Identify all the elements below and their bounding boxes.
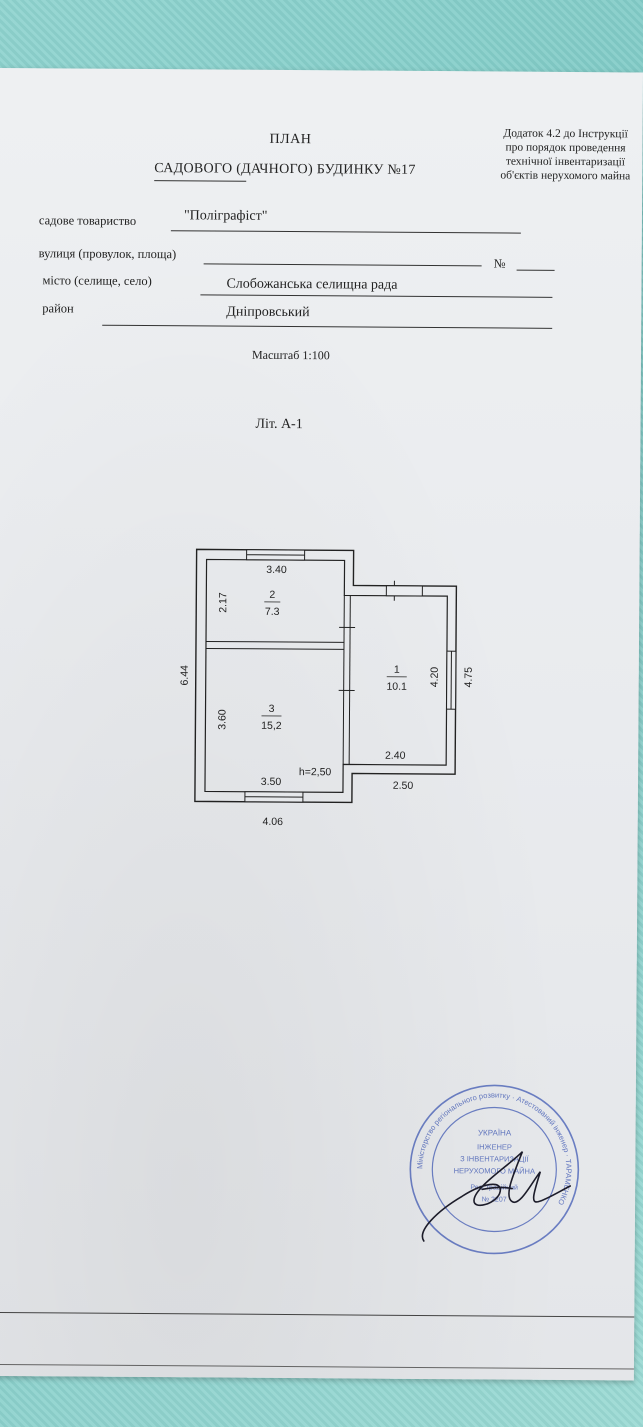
dim-room2-height: 2.17 bbox=[217, 592, 229, 613]
city-value: Слобожанська селищна рада bbox=[226, 276, 398, 293]
dim-outer-right-width: 2.50 bbox=[393, 780, 414, 792]
room-3-area: 15,2 bbox=[261, 720, 282, 732]
dim-room1-width: 2.40 bbox=[385, 750, 406, 762]
city-label: місто (селище, село) bbox=[42, 273, 152, 289]
society-label: садове товариство bbox=[38, 213, 137, 228]
appendix-line-1: Додаток 4.2 до Інструкції bbox=[503, 127, 628, 141]
dim-room3-width: 3.50 bbox=[261, 776, 282, 788]
society-underline bbox=[170, 230, 521, 234]
windows bbox=[244, 549, 457, 803]
stamp-center-4: НЕРУХОМОГО МАЙНА bbox=[454, 1166, 535, 1176]
dim-outer-right-height: 4.75 bbox=[463, 667, 475, 688]
district-value: Дніпровський bbox=[226, 304, 310, 321]
room-1-number: 1 bbox=[394, 664, 400, 676]
appendix-note: Додаток 4.2 до Інструкції про порядок пр… bbox=[500, 126, 630, 183]
appendix-line-2: про порядок проведення bbox=[505, 141, 626, 155]
dim-room1-height: 4.20 bbox=[429, 667, 441, 688]
appendix-line-4: об'єктів нерухомого майна bbox=[500, 169, 631, 183]
number-label: № bbox=[493, 256, 506, 271]
floor-plan: 2 7.3 1 10.1 3 15,2 3.40 2.17 6.44 3.60 … bbox=[179, 548, 475, 828]
room-2-number: 2 bbox=[269, 589, 275, 601]
stamp-center-1: УКРАЇНА bbox=[478, 1128, 512, 1137]
doc-subtitle: САДОВОГО (ДАЧНОГО) БУДИНКУ №17 bbox=[154, 161, 416, 178]
room-3-number: 3 bbox=[269, 703, 275, 715]
appendix-line-3: технічної інвентаризації bbox=[505, 155, 626, 169]
dim-total-height: 6.44 bbox=[179, 665, 191, 686]
signature bbox=[421, 1151, 572, 1242]
dim-outer-bottom-width: 4.06 bbox=[262, 816, 283, 828]
number-underline bbox=[516, 269, 555, 271]
stamp-center-2: ІНЖЕНЕР bbox=[477, 1142, 512, 1151]
dim-top-width: 3.40 bbox=[266, 564, 287, 576]
bottom-border-line-2 bbox=[0, 1363, 634, 1370]
interior-walls bbox=[205, 595, 351, 765]
ceiling-height: h=2,50 bbox=[299, 766, 332, 778]
district-underline bbox=[102, 324, 553, 329]
society-value: "Поліграфіст" bbox=[183, 208, 268, 224]
district-label: район bbox=[42, 301, 74, 316]
city-underline bbox=[200, 294, 553, 298]
subtitle-underline bbox=[154, 180, 247, 182]
stamp-center-3: З ІНВЕНТАРИЗАЦІЇ bbox=[460, 1154, 529, 1163]
room-1-area: 10.1 bbox=[386, 681, 407, 693]
doc-title: ПЛАН bbox=[269, 131, 312, 148]
room-2-area: 7.3 bbox=[265, 606, 280, 618]
scale-label: Масштаб 1:100 bbox=[251, 347, 330, 363]
street-label: вулиця (провулок, площа) bbox=[38, 246, 177, 262]
bottom-border-line bbox=[0, 1311, 635, 1318]
dim-room3-height: 3.60 bbox=[216, 709, 228, 730]
liter-label: Літ. А-1 bbox=[255, 416, 303, 433]
document-sheet: ПЛАН САДОВОГО (ДАЧНОГО) БУДИНКУ №17 Дода… bbox=[0, 68, 643, 1381]
street-underline bbox=[203, 263, 482, 267]
